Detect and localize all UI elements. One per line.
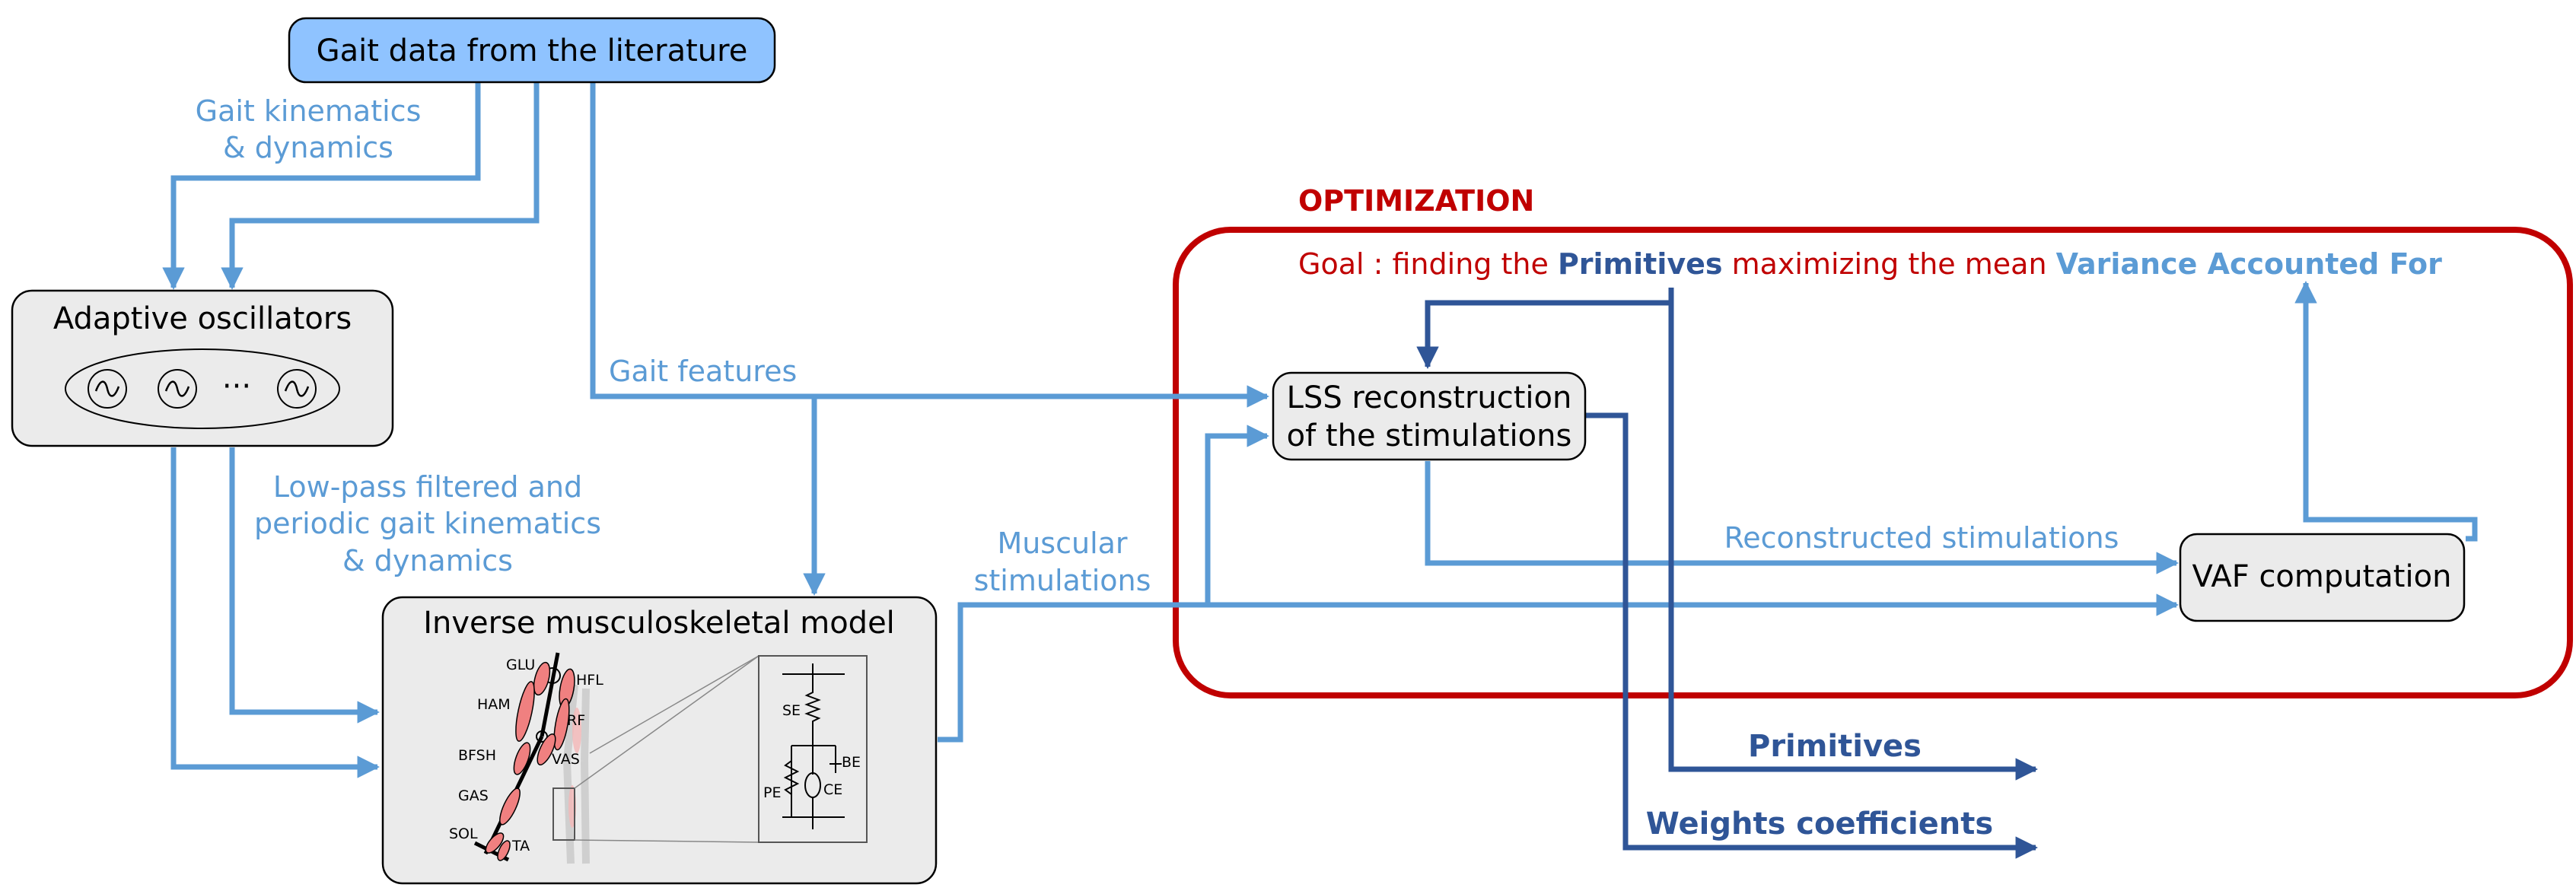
- node-adaptive-oscillators: Adaptive oscillators ···: [11, 289, 394, 447]
- oscillator-ellipsis: ···: [222, 369, 251, 404]
- arrow-oscillators-to-model-1: [229, 447, 380, 724]
- sine-wave-icon: [158, 369, 197, 409]
- label-ce: CE: [823, 781, 842, 798]
- label-sol: SOL: [449, 826, 478, 842]
- vaf-label: VAF computation: [2192, 559, 2452, 594]
- oscillators-group: [65, 348, 340, 429]
- muscle-ham: [515, 681, 535, 742]
- goal-primitives: Primitives: [1558, 247, 1723, 281]
- muscle-sol: [485, 832, 505, 854]
- label-lowpass-line1: Low-pass filtered and: [273, 470, 582, 504]
- label-gas: GAS: [458, 787, 489, 804]
- arrow-muscular-stimulations-to-vaf: [938, 593, 2179, 743]
- label-ta: TA: [511, 838, 530, 854]
- muscles: [485, 661, 575, 861]
- inverse-model-label: Inverse musculoskeletal model: [423, 606, 895, 641]
- arrow-weights-out: [1584, 412, 2038, 859]
- label-pe: PE: [763, 784, 781, 801]
- label-glu: GLU: [506, 657, 535, 673]
- muscle-gas: [499, 787, 521, 826]
- muscle-glu: [533, 661, 551, 696]
- arrow-reconstructed-to-vaf: [1425, 461, 2179, 574]
- label-lowpass-line2: periodic gait kinematics: [254, 507, 601, 540]
- series-elastic-spring: [804, 685, 821, 746]
- goal-middle: maximizing the mean: [1723, 247, 2056, 281]
- leg-illustration: GLU HFL HAM RF BFSH VAS GAS SOL TA: [449, 652, 759, 864]
- arrow-data-to-oscillators: [221, 82, 540, 290]
- label-gait-features: Gait features: [609, 355, 797, 388]
- lss-label-line2: of the stimulations: [1287, 418, 1572, 453]
- goal-prefix: Goal : finding the: [1298, 247, 1558, 281]
- lss-label-line1: LSS reconstruction: [1287, 380, 1572, 415]
- arrow-oscillators-to-model-2: [170, 447, 380, 778]
- label-bfsh: BFSH: [458, 747, 496, 764]
- arrow-kinematics-to-oscillators: [162, 82, 481, 290]
- muscle-vas: [537, 733, 556, 765]
- arrow-goal-to-lss: [1416, 300, 1671, 369]
- node-gait-data: Gait data from the literature: [288, 17, 776, 84]
- light-blue-arrows: [162, 82, 2478, 778]
- dark-blue-arrows: [1416, 288, 2038, 859]
- label-gait-kinematics-line2: & dynamics: [223, 131, 393, 164]
- optimization-title: OPTIMIZATION: [1298, 184, 1534, 218]
- muscle-tendon-unit-schematic: SE BE PE CE: [758, 655, 868, 843]
- label-be: BE: [842, 754, 861, 771]
- adaptive-oscillators-label: Adaptive oscillators: [53, 301, 352, 336]
- gait-data-label: Gait data from the literature: [317, 33, 748, 68]
- node-inverse-model: Inverse musculoskeletal model: [381, 596, 938, 885]
- optimization-goal: Goal : finding the Primitives maximizing…: [1298, 247, 2442, 281]
- sine-wave-icon: [88, 369, 127, 409]
- label-ham: HAM: [477, 696, 511, 713]
- label-hfl: HFL: [576, 672, 603, 689]
- label-vas: VAS: [552, 751, 580, 768]
- ghost-figure: [563, 684, 590, 864]
- muscle-rf: [553, 698, 570, 751]
- parallel-elastic-spring: [783, 760, 800, 795]
- optimization-frame: [1173, 227, 2573, 698]
- sine-wave-icon: [277, 369, 317, 409]
- arrow-vaf-to-goal: [2294, 281, 2478, 542]
- muscle-ta: [497, 840, 511, 861]
- label-primitives-output: Primitives: [1748, 729, 1922, 764]
- label-gait-kinematics-line1: Gait kinematics: [196, 94, 422, 128]
- zoom-region: [552, 787, 575, 841]
- arrow-primitives-out: [1668, 288, 2038, 781]
- label-muscular-line2: stimulations: [974, 564, 1151, 597]
- muscle-bfsh: [513, 742, 531, 775]
- label-lowpass-line3: & dynamics: [342, 544, 513, 577]
- label-weights-output: Weights coefficients: [1646, 807, 1993, 842]
- goal-vaf: Variance Accounted For: [2056, 247, 2443, 281]
- node-lss-reconstruction: LSS reconstruction of the stimulations: [1272, 371, 1587, 461]
- arrow-gait-features-to-lss: [590, 82, 1269, 408]
- arrow-muscular-stimulations-to-lss: [1205, 425, 1269, 605]
- node-vaf-computation: VAF computation: [2179, 533, 2466, 622]
- label-se: SE: [782, 702, 801, 719]
- label-rf: RF: [567, 712, 585, 729]
- label-muscular-line1: Muscular: [997, 527, 1127, 560]
- label-reconstructed-stimulations: Reconstructed stimulations: [1724, 521, 2119, 555]
